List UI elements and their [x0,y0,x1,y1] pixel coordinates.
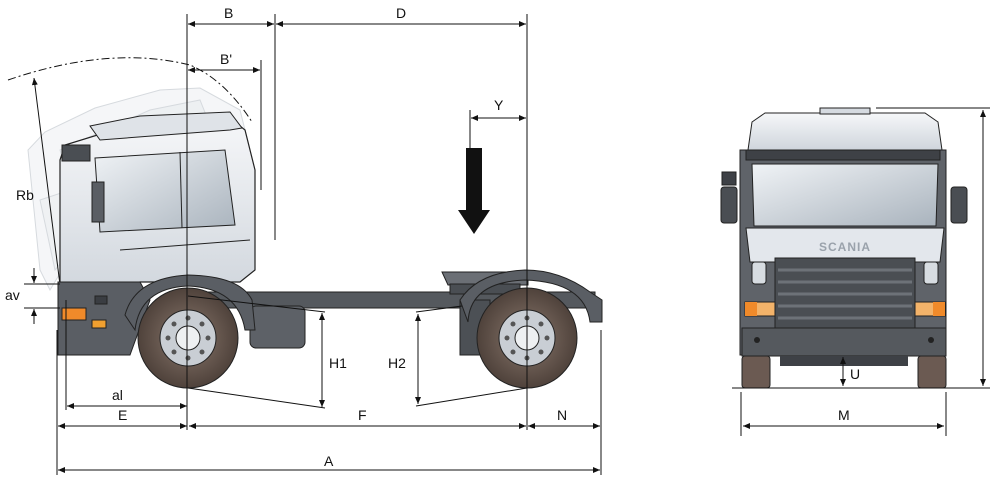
label-Rb: Rb [16,187,34,203]
grille-logo: SCANIA [819,240,871,254]
headlight-side [61,307,87,321]
label-H2: H2 [388,355,406,371]
front-bumper [741,327,947,357]
label-B: B [224,5,233,21]
front-wheel [137,287,239,389]
fifth-wheel-load-arrow [458,148,490,234]
front-left-tyre [741,355,771,389]
tilt-radius-line [31,77,61,286]
cab-body [57,111,256,356]
side-window [94,149,236,233]
right-mirror [950,186,968,224]
label-F: F [358,407,367,423]
label-al: al [112,387,123,403]
side-view: B D B' Y Rb av al E F N A H1 H2 [5,5,603,475]
label-A: A [324,453,334,469]
label-N: N [557,407,567,423]
label-B-prime: B' [220,51,232,67]
front-right-tyre [917,355,947,389]
front-view: SCANIA U M [720,107,990,436]
label-U: U [850,366,860,382]
tilt-arc [7,57,253,123]
front-grille [774,257,916,329]
fuel-tank [249,305,306,349]
label-E: E [118,407,127,423]
label-av: av [5,287,20,303]
front-mudguard [124,274,256,332]
side-mirror [61,144,91,162]
windshield [751,163,939,227]
rear-mudguard [459,269,603,323]
left-mirror [720,186,738,224]
label-Y: Y [494,97,504,113]
label-D: D [396,5,406,21]
label-H1: H1 [329,355,347,371]
roof-deflector [747,112,943,151]
label-M: M [838,407,850,423]
